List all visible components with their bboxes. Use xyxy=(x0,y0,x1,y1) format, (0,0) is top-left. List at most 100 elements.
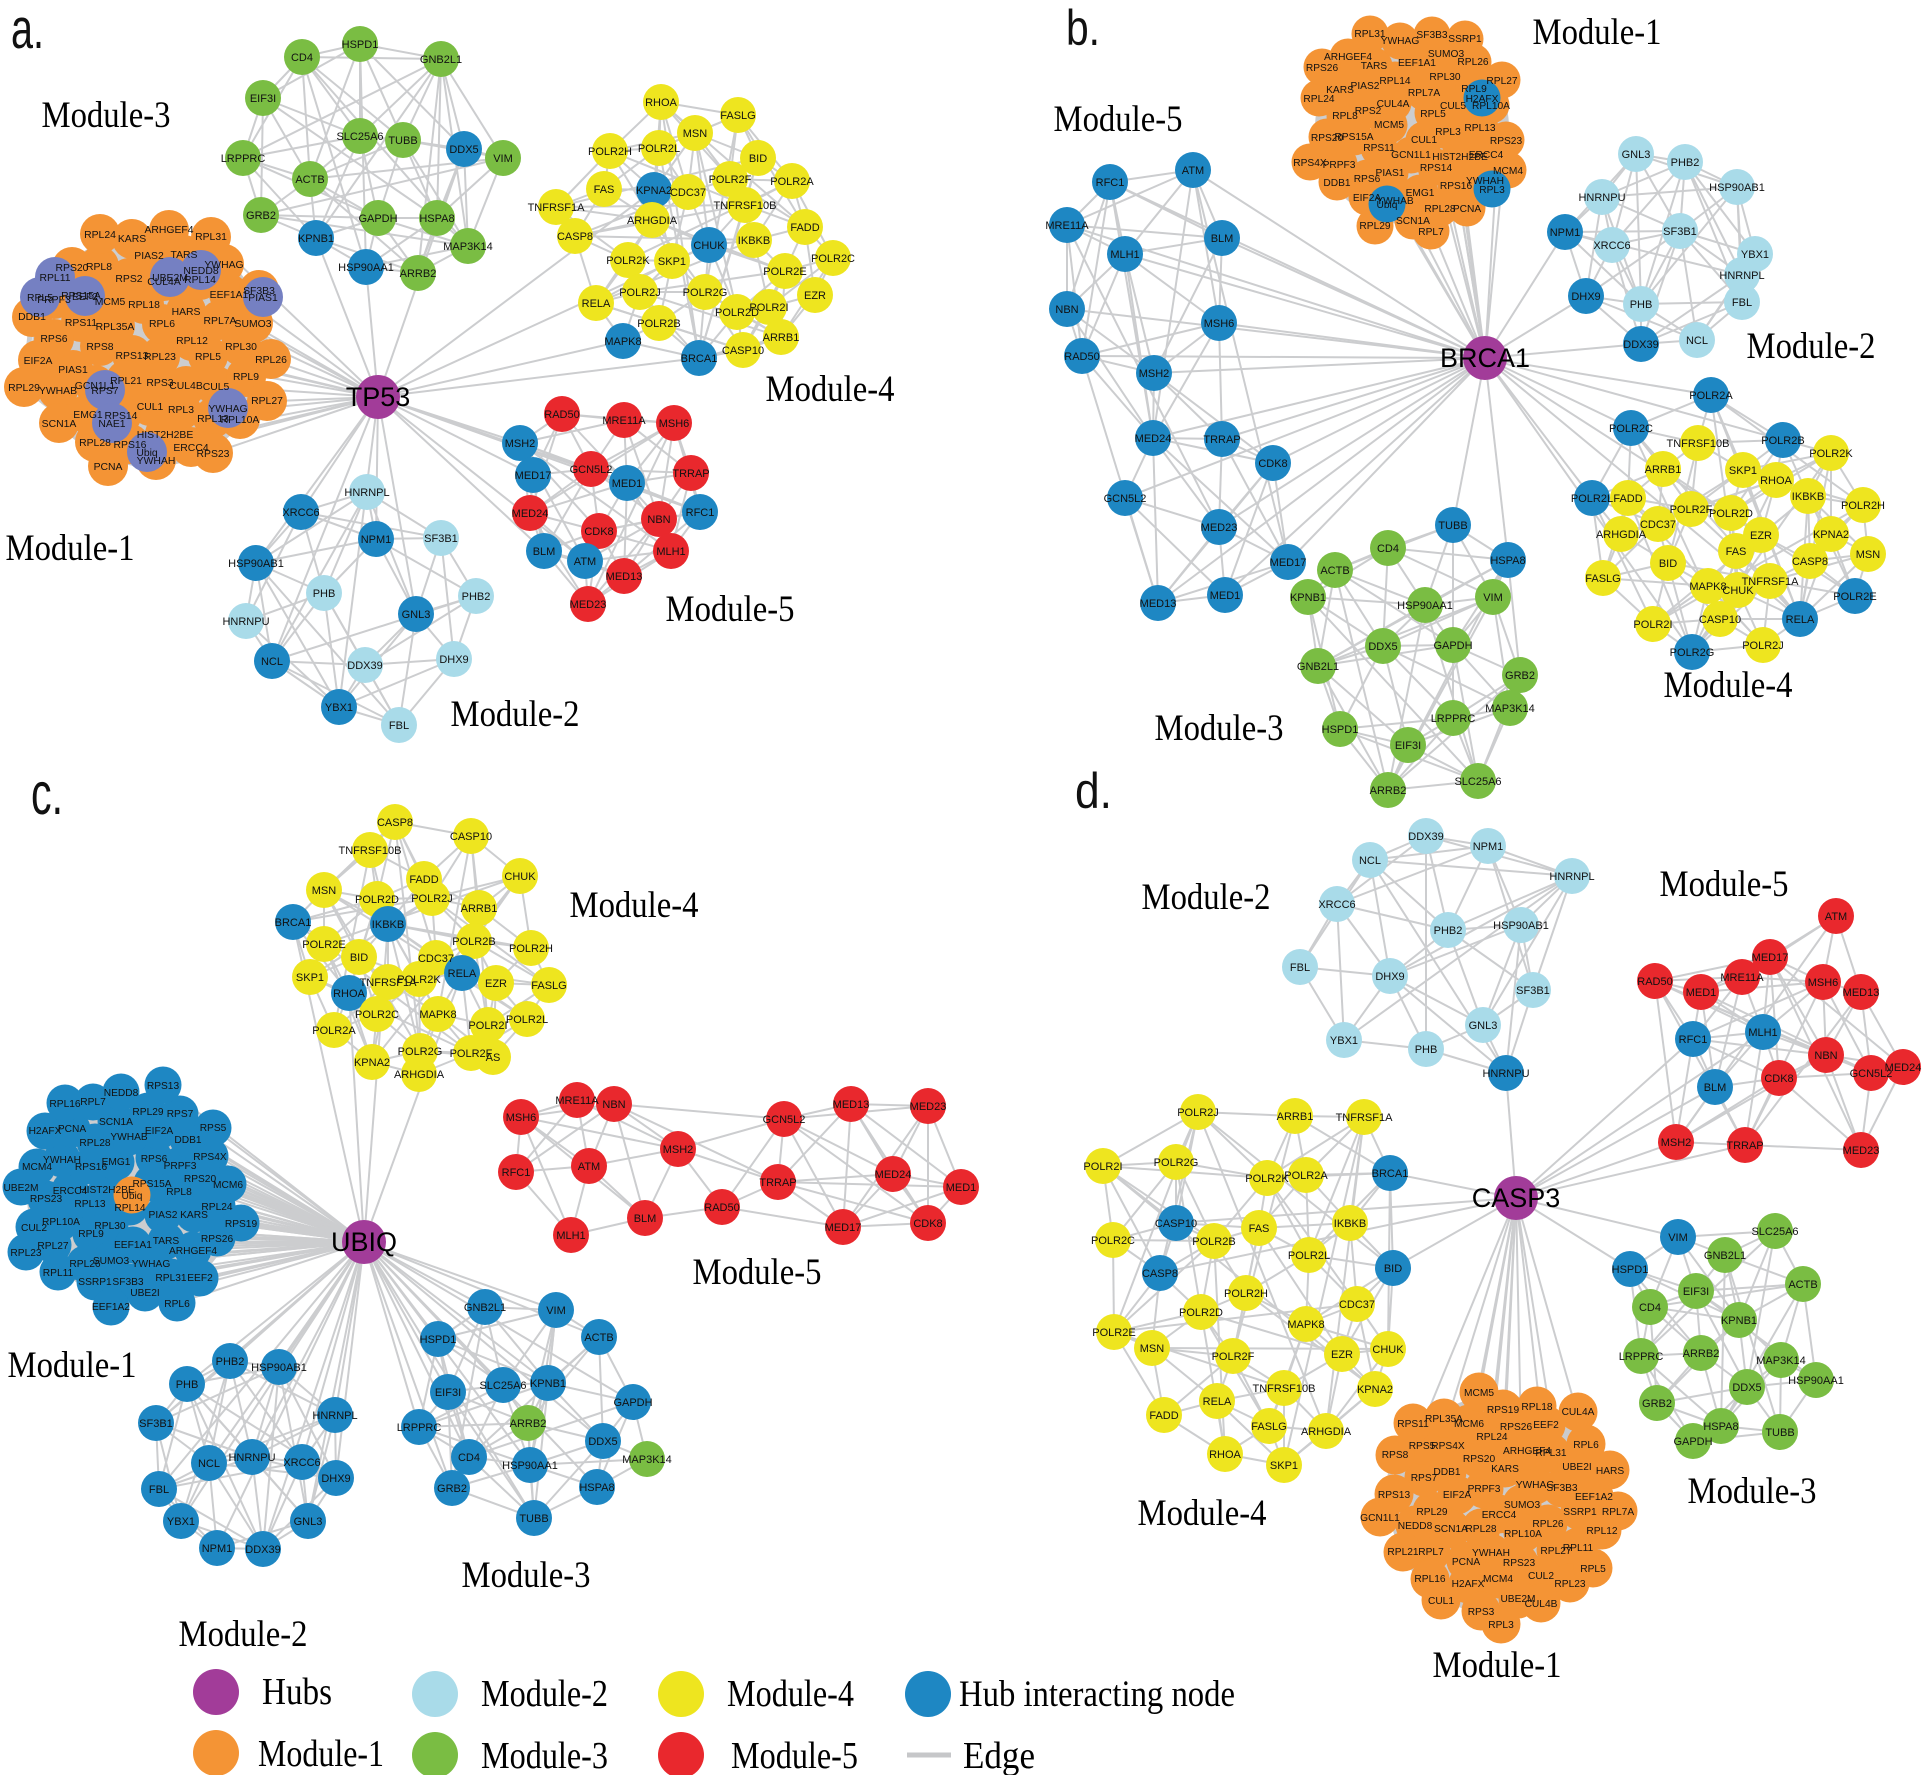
svg-text:RPL16: RPL16 xyxy=(49,1099,80,1110)
svg-text:Module-1: Module-1 xyxy=(1433,1645,1562,1686)
svg-text:KPNA2: KPNA2 xyxy=(636,185,672,197)
svg-text:DHX9: DHX9 xyxy=(1571,291,1600,303)
svg-text:MSN: MSN xyxy=(1856,549,1881,561)
svg-text:FADD: FADD xyxy=(790,222,819,234)
svg-text:GCN5L2: GCN5L2 xyxy=(570,464,613,476)
svg-text:Module-3: Module-3 xyxy=(481,1735,608,1775)
svg-text:ACTB: ACTB xyxy=(295,174,324,186)
svg-text:YWHAH: YWHAH xyxy=(43,1155,81,1166)
svg-text:MCM6: MCM6 xyxy=(1454,1419,1484,1430)
svg-text:GCN5L2: GCN5L2 xyxy=(763,1114,806,1126)
svg-text:RPL11: RPL11 xyxy=(43,1268,74,1279)
svg-text:RPL24: RPL24 xyxy=(1476,1432,1507,1443)
svg-text:RPL10A: RPL10A xyxy=(1472,101,1510,112)
svg-text:Module-3: Module-3 xyxy=(42,95,171,136)
svg-text:RPL13: RPL13 xyxy=(74,1199,105,1210)
svg-text:GNB2L1: GNB2L1 xyxy=(1704,1250,1746,1262)
svg-text:BRCA1: BRCA1 xyxy=(1440,343,1530,373)
svg-text:Module-2: Module-2 xyxy=(1142,877,1271,918)
svg-text:MLH1: MLH1 xyxy=(656,546,685,558)
svg-text:IKBKB: IKBKB xyxy=(738,235,770,247)
svg-text:Module-4: Module-4 xyxy=(570,885,699,926)
svg-text:RPS13: RPS13 xyxy=(1378,1490,1411,1501)
svg-text:GRB2: GRB2 xyxy=(1642,1398,1672,1410)
svg-text:BID: BID xyxy=(1384,1263,1402,1275)
svg-text:YWHAH: YWHAH xyxy=(1466,176,1504,187)
svg-text:CUL1: CUL1 xyxy=(137,402,164,413)
svg-text:MED13: MED13 xyxy=(833,1099,870,1111)
svg-text:RPL13: RPL13 xyxy=(197,414,229,425)
svg-text:EEF2: EEF2 xyxy=(72,292,98,303)
svg-text:POLR2G: POLR2G xyxy=(1670,647,1715,659)
svg-text:CUL4A: CUL4A xyxy=(1377,99,1410,110)
svg-text:DDX39: DDX39 xyxy=(245,1544,280,1556)
svg-text:POLR2A: POLR2A xyxy=(312,1025,356,1037)
svg-text:POLR2G: POLR2G xyxy=(398,1046,443,1058)
svg-text:EIF2A: EIF2A xyxy=(24,356,53,367)
svg-text:ARRB2: ARRB2 xyxy=(510,1418,547,1430)
svg-text:MED24: MED24 xyxy=(512,508,549,520)
svg-text:RPS16: RPS16 xyxy=(75,1162,108,1173)
svg-text:CASP3: CASP3 xyxy=(1472,1183,1561,1213)
svg-text:RPL26: RPL26 xyxy=(255,355,287,366)
svg-text:EMG1: EMG1 xyxy=(102,1157,131,1168)
svg-text:FADD: FADD xyxy=(1613,493,1642,505)
svg-text:RPL14: RPL14 xyxy=(1379,76,1410,87)
svg-text:NPM1: NPM1 xyxy=(361,534,392,546)
svg-text:YWHAH: YWHAH xyxy=(137,456,176,467)
svg-text:MAPK8: MAPK8 xyxy=(1689,581,1726,593)
svg-text:RPL35A: RPL35A xyxy=(1425,1414,1463,1425)
svg-text:YWHAB: YWHAB xyxy=(110,1132,148,1143)
svg-text:PHB2: PHB2 xyxy=(462,591,491,603)
svg-text:HIST2H2BE: HIST2H2BE xyxy=(79,1185,135,1196)
svg-text:Ubiq: Ubiq xyxy=(122,1191,143,1202)
svg-text:POLR2C: POLR2C xyxy=(1609,423,1653,435)
svg-text:GNB2L1: GNB2L1 xyxy=(420,54,462,66)
svg-text:MCM5: MCM5 xyxy=(95,297,126,308)
svg-text:RAD50: RAD50 xyxy=(544,409,579,421)
svg-text:EZR: EZR xyxy=(1331,1349,1353,1361)
svg-text:POLR2H: POLR2H xyxy=(588,146,632,158)
svg-text:RPS23: RPS23 xyxy=(197,449,230,460)
svg-text:POLR2J: POLR2J xyxy=(411,893,453,905)
svg-text:MRE11A: MRE11A xyxy=(1045,220,1089,232)
svg-text:MLH1: MLH1 xyxy=(1110,249,1139,261)
svg-text:RPS11: RPS11 xyxy=(65,318,97,329)
svg-text:CUL4B: CUL4B xyxy=(1525,1599,1558,1610)
svg-text:FASLG: FASLG xyxy=(1251,1421,1286,1433)
svg-text:PRPF3: PRPF3 xyxy=(1468,1484,1501,1495)
svg-text:POLR2D: POLR2D xyxy=(1179,1307,1223,1319)
svg-text:FAS: FAS xyxy=(594,184,615,196)
svg-text:CDK8: CDK8 xyxy=(1764,1073,1793,1085)
svg-text:RPS23: RPS23 xyxy=(30,1194,63,1205)
svg-text:MCM4: MCM4 xyxy=(22,1162,52,1173)
svg-text:Module-5: Module-5 xyxy=(693,1252,822,1293)
svg-text:RPS26: RPS26 xyxy=(1306,63,1339,74)
svg-text:SCN1A: SCN1A xyxy=(99,1117,133,1128)
svg-text:GCN5L2: GCN5L2 xyxy=(1850,1068,1893,1080)
svg-text:POLR2F: POLR2F xyxy=(1212,1351,1255,1363)
svg-text:ARHGEF4: ARHGEF4 xyxy=(169,1246,217,1257)
svg-text:RPL30: RPL30 xyxy=(225,342,257,353)
svg-text:MSN: MSN xyxy=(312,885,337,897)
svg-text:MED17: MED17 xyxy=(825,1222,862,1234)
svg-text:BLM: BLM xyxy=(1211,233,1234,245)
svg-text:DDX5: DDX5 xyxy=(449,144,478,156)
svg-text:Module-1: Module-1 xyxy=(1533,12,1662,53)
svg-text:POLR2L: POLR2L xyxy=(1571,493,1613,505)
svg-text:UBE2M: UBE2M xyxy=(1500,1594,1535,1605)
svg-text:RPL5: RPL5 xyxy=(195,352,221,363)
svg-text:NEDD8: NEDD8 xyxy=(104,1088,139,1099)
svg-text:TNFRSF1A: TNFRSF1A xyxy=(360,977,418,989)
svg-text:ARHGDIA: ARHGDIA xyxy=(1301,1426,1352,1438)
svg-text:KARS: KARS xyxy=(1326,85,1354,96)
svg-text:MSH6: MSH6 xyxy=(506,1112,537,1124)
svg-text:MED13: MED13 xyxy=(1140,598,1177,610)
svg-text:MSH6: MSH6 xyxy=(659,418,690,430)
svg-text:MED17: MED17 xyxy=(1752,952,1789,964)
svg-text:KPNA2: KPNA2 xyxy=(1813,529,1849,541)
svg-text:SKP1: SKP1 xyxy=(1270,1460,1298,1472)
svg-text:Module-1: Module-1 xyxy=(6,528,135,569)
svg-text:TNFRSF1A: TNFRSF1A xyxy=(1336,1112,1394,1124)
svg-text:RPL6: RPL6 xyxy=(1573,1440,1599,1451)
